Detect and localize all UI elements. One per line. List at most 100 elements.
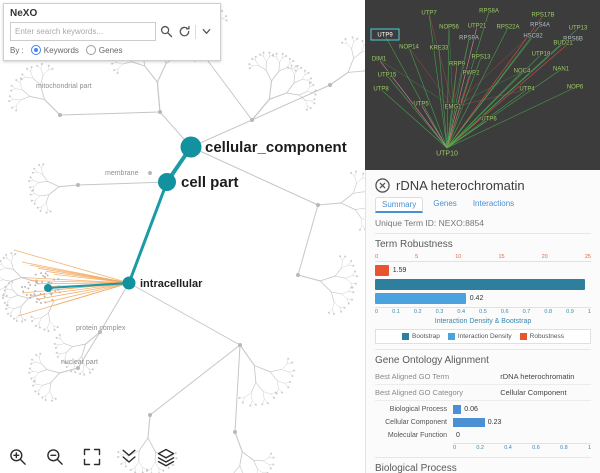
gene-node-rrp9[interactable]: RRP9 xyxy=(448,61,466,69)
node-cellular-component[interactable] xyxy=(180,136,202,158)
branch-label-protein-complex[interactable]: protein complex xyxy=(76,325,126,332)
search-mode-genes[interactable]: Genes xyxy=(85,45,123,55)
layers-button[interactable] xyxy=(154,446,178,468)
network-canvas[interactable]: UTP7 RPS8A RPS17B NOP56 UTP21 RPS22A RPS4A UTP1… xyxy=(365,0,600,170)
branch-label-nuclear-part[interactable]: nuclear part xyxy=(61,359,98,366)
gene-node-nan1[interactable]: NAN1 xyxy=(552,66,570,74)
gene-node-utp15[interactable]: UTP15 xyxy=(377,72,398,80)
axis-tick: 0.4 xyxy=(504,445,512,451)
node-cluster-hub[interactable] xyxy=(44,284,52,292)
term-title: rDNA heterochromatin xyxy=(396,178,525,193)
gene-node-utp9[interactable]: UTP9 xyxy=(377,32,395,40)
gene-node-rps8a[interactable]: RPS8A xyxy=(478,8,499,16)
legend-item: Interaction Density xyxy=(447,333,512,340)
search-mode-keywords[interactable]: Keywords xyxy=(30,45,79,55)
node-intracellular[interactable] xyxy=(122,276,136,290)
gene-node-rps13[interactable]: RPS13 xyxy=(471,54,492,62)
node-cell-part[interactable] xyxy=(158,173,176,191)
network-edge xyxy=(448,27,454,108)
axis-tick: 0.6 xyxy=(500,309,509,315)
radio-unselected-icon xyxy=(85,45,96,55)
gene-node-utp13[interactable]: UTP13 xyxy=(568,25,589,33)
gene-node-rps22a[interactable]: RPS22A xyxy=(496,24,521,32)
bottom-axis-label: Interaction Density & Bootstrap xyxy=(434,318,532,325)
node-label-intracellular[interactable]: intracellular xyxy=(140,278,203,290)
gene-node-utp6[interactable]: UTP6 xyxy=(481,116,499,124)
network-edge xyxy=(378,59,454,108)
node-label-cell-part[interactable]: cell part xyxy=(181,174,239,191)
expand-levels-button[interactable] xyxy=(117,446,141,468)
tree-selected-path xyxy=(47,145,193,289)
gene-node-rps4a[interactable]: RPS4A xyxy=(529,22,550,30)
network-edge xyxy=(446,36,534,149)
section-biological-process: Biological Process xyxy=(375,457,591,473)
gene-node-rps9a[interactable]: RPS9A xyxy=(458,35,479,43)
branch-label-mitochondrial-part[interactable]: mitochondrial part xyxy=(36,83,92,90)
gene-node-rps17b[interactable]: RPS17B xyxy=(531,12,556,20)
zoom-in-icon xyxy=(10,449,26,465)
network-edge xyxy=(446,73,472,149)
term-id-value: NEXO:8854 xyxy=(438,218,485,228)
gene-node-nop14[interactable]: NOP14 xyxy=(398,44,420,52)
gene-node-dim1[interactable]: DIM1 xyxy=(371,56,388,64)
close-details-button[interactable] xyxy=(375,178,390,193)
gene-node-hsc82[interactable]: HSC82 xyxy=(523,33,545,41)
radio-genes-label: Genes xyxy=(98,45,123,55)
search-input[interactable] xyxy=(10,22,156,41)
search-button[interactable] xyxy=(159,24,174,39)
network-edge xyxy=(438,48,448,149)
axis-tick: 0.1 xyxy=(392,309,400,315)
gene-node-bud21[interactable]: BUD21 xyxy=(553,40,575,48)
network-edge xyxy=(446,107,454,149)
tab-summary[interactable]: Summary xyxy=(375,197,424,213)
network-edge xyxy=(452,89,528,108)
gene-node-emg1[interactable]: EMG1 xyxy=(444,104,463,112)
gene-node-noc4[interactable]: NOC4 xyxy=(513,68,532,76)
network-edge xyxy=(452,38,470,108)
divider xyxy=(195,24,196,39)
radio-selected-icon xyxy=(30,45,41,55)
fit-to-screen-icon xyxy=(83,448,101,466)
axis-tick: 10 xyxy=(455,254,462,260)
view-toolbar xyxy=(6,446,178,468)
axis-tick: 0.2 xyxy=(413,309,422,315)
tab-interactions[interactable]: Interactions xyxy=(472,199,515,208)
network-edge xyxy=(446,57,482,149)
gene-node-utp8[interactable]: UTP8 xyxy=(373,86,391,94)
network-edge xyxy=(378,59,448,149)
gene-node-rps6b[interactable]: RPS6B xyxy=(562,36,583,44)
tab-genes[interactable]: Genes xyxy=(433,199,457,208)
gene-node-utp21[interactable]: UTP21 xyxy=(467,23,488,31)
unique-term-id: Unique Term ID: NEXO:8854 xyxy=(375,218,591,228)
collapse-search-button[interactable] xyxy=(199,24,214,39)
interaction-density-value: 0.42 xyxy=(469,295,484,302)
gene-node-nop56[interactable]: NOP56 xyxy=(438,24,460,32)
gene-node-utp7[interactable]: UTP7 xyxy=(421,10,439,18)
gene-node-utp4[interactable]: UTP4 xyxy=(519,86,537,94)
reset-button[interactable] xyxy=(177,24,192,39)
axis-tick: 0.4 xyxy=(457,309,466,315)
ontology-tree-panel[interactable]: cellular_component cell part intracellul… xyxy=(0,0,365,473)
gene-node-utp5[interactable]: UTP5 xyxy=(413,101,431,109)
interaction-network-panel[interactable]: UTP7 RPS8A RPS17B NOP56 UTP21 RPS22A RPS4A UTP1… xyxy=(365,0,600,170)
gene-node-nop6[interactable]: NOP6 xyxy=(566,84,585,92)
network-edge xyxy=(446,11,490,149)
gene-node-utp10[interactable]: UTP10 xyxy=(435,150,458,159)
app-title: NeXO xyxy=(10,8,38,19)
zoom-out-icon xyxy=(47,449,63,465)
close-icon xyxy=(375,178,390,193)
robustness-bar xyxy=(375,265,389,276)
gene-node-utp18[interactable]: UTP18 xyxy=(531,51,552,59)
gene-node-kre33[interactable]: KRE33 xyxy=(429,45,450,53)
branch-label-membrane[interactable]: membrane xyxy=(105,170,139,177)
ontology-tree-canvas[interactable]: cellular_component cell part intracellul… xyxy=(0,0,365,473)
fit-to-screen-button[interactable] xyxy=(80,446,104,468)
zoom-out-button[interactable] xyxy=(43,446,67,468)
network-edge xyxy=(446,119,490,149)
gene-node-pwp2[interactable]: PWP2 xyxy=(462,70,481,78)
zoom-in-button[interactable] xyxy=(6,446,30,468)
axis-tick: 0 xyxy=(453,445,457,451)
node-label-cellular-component[interactable]: cellular_component xyxy=(205,139,347,156)
tree-branches xyxy=(0,4,365,473)
